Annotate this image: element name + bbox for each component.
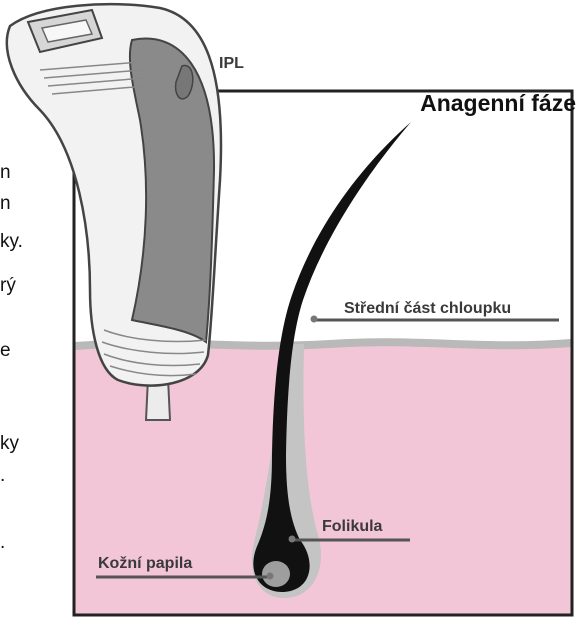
callout-shaft: Střední část chloupku xyxy=(311,300,560,323)
diagram-title: Anagenní fáze xyxy=(420,90,576,116)
dermal-papilla xyxy=(262,561,290,587)
text-fragment: n xyxy=(0,193,11,214)
device-label: IPL xyxy=(219,55,244,72)
text-fragment: . xyxy=(0,532,5,553)
label-papilla: Kožní papila xyxy=(98,555,192,572)
text-fragment: e xyxy=(0,340,11,361)
text-fragment: rý xyxy=(0,275,16,296)
text-fragment: . xyxy=(0,465,5,486)
label-shaft: Střední část chloupku xyxy=(344,300,511,317)
cut-off-text: n n ky. rý e ky . . xyxy=(0,162,23,553)
text-fragment: n xyxy=(0,162,11,183)
text-fragment: ky. xyxy=(0,231,23,252)
text-fragment: ky xyxy=(0,433,20,454)
callout-dot xyxy=(267,573,274,580)
label-follicle: Folikula xyxy=(322,518,383,535)
ipl-device xyxy=(7,4,221,420)
callout-dot xyxy=(289,536,296,543)
callout-dot xyxy=(311,316,318,323)
